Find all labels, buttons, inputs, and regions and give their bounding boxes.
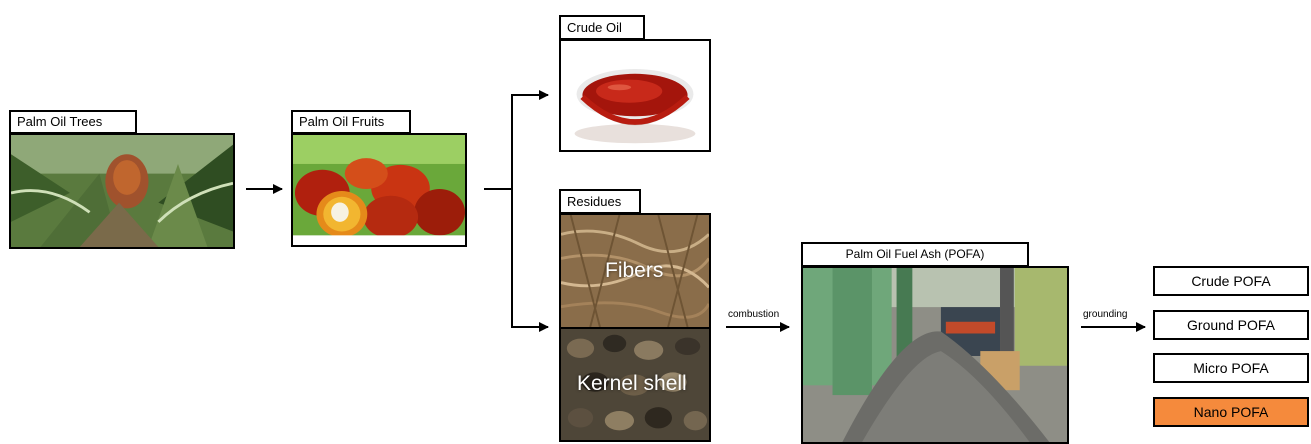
palm-oil-trees-label: Palm Oil Trees [9,110,137,134]
micro-pofa-box: Micro POFA [1153,353,1309,383]
fibers-image [559,213,711,329]
crude-oil-label: Crude Oil [559,15,645,40]
palm-oil-fruits-image [291,133,467,247]
ground-pofa-box: Ground POFA [1153,310,1309,340]
kernel-shell-image [559,327,711,442]
pofa-image [801,266,1069,444]
palm-oil-trees-image [9,133,235,249]
nano-pofa-box: Nano POFA [1153,397,1309,427]
pofa-label: Palm Oil Fuel Ash (POFA) [801,242,1029,267]
palm-oil-fruits-label: Palm Oil Fruits [291,110,411,134]
crude-oil-image [559,39,711,152]
kernel-shell-label: Kernel shell [577,372,687,395]
fibers-label: Fibers [605,259,664,282]
combustion-label: combustion [728,309,780,320]
grounding-label: grounding [1083,309,1128,320]
crude-pofa-box: Crude POFA [1153,266,1309,296]
residues-label: Residues [559,189,641,214]
